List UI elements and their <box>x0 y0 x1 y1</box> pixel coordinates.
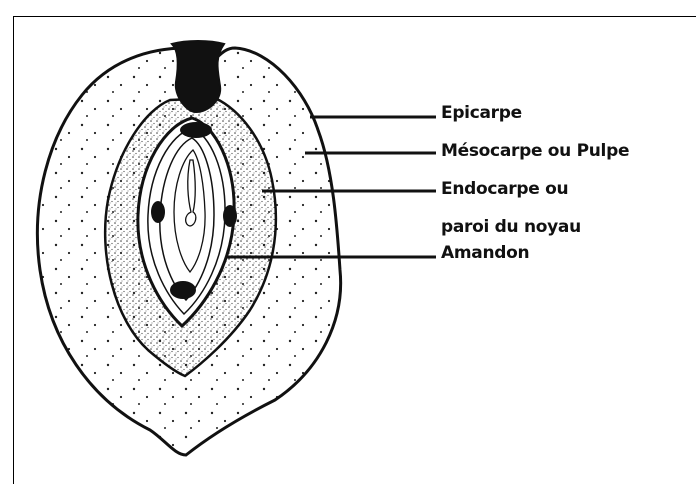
label-endocarpe-line1: Endocarpe ou <box>441 181 568 198</box>
label-mesocarpe: Mésocarpe ou Pulpe <box>441 143 629 160</box>
label-epicarpe: Epicarpe <box>441 105 522 122</box>
label-endocarpe-line2: paroi du noyau <box>441 219 581 236</box>
label-amandon: Amandon <box>441 245 529 262</box>
